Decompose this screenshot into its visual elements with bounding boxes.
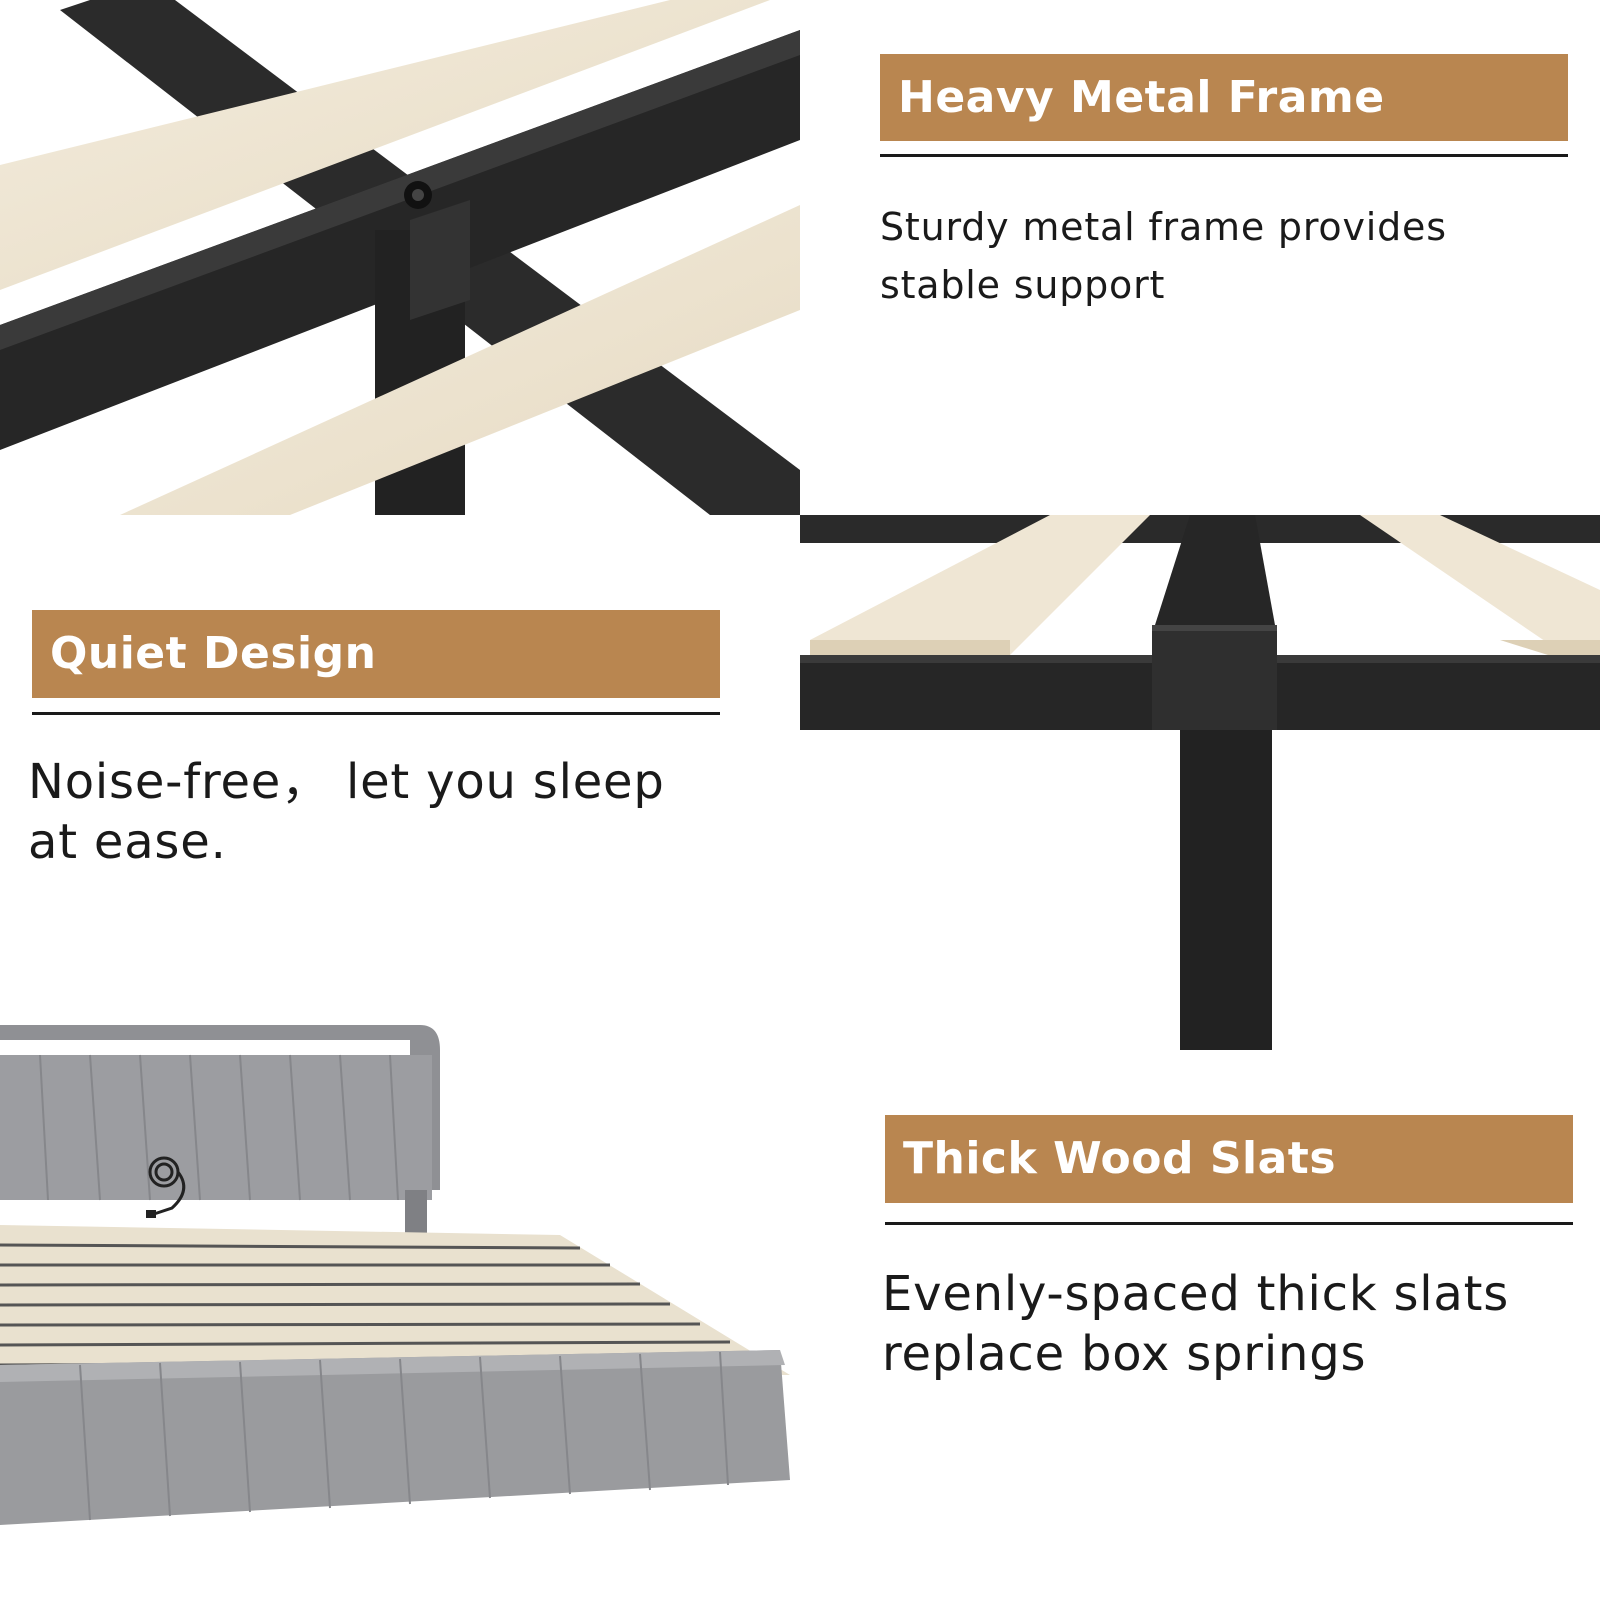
feature-description-heavy-metal-frame: Sturdy metal frame provides stable suppo… xyxy=(880,198,1447,314)
feature-divider xyxy=(32,712,720,715)
description-line: at ease. xyxy=(28,814,227,870)
feature-description-thick-wood-slats: Evenly-spaced thick slats replace box sp… xyxy=(882,1264,1509,1384)
description-line: Evenly-spaced thick slats xyxy=(882,1266,1510,1322)
feature-title-quiet-design: Quiet Design xyxy=(32,610,720,698)
description-line: Noise-free， let you sleep xyxy=(28,754,665,810)
feature-divider xyxy=(880,154,1568,157)
feature-title-thick-wood-slats: Thick Wood Slats xyxy=(885,1115,1573,1203)
feature-divider xyxy=(885,1222,1573,1225)
frame-cross-section-photo xyxy=(800,515,1600,1075)
metal-frame-closeup-photo xyxy=(0,0,800,515)
power-cord-icon xyxy=(142,1150,202,1225)
feature-title-heavy-metal-frame: Heavy Metal Frame xyxy=(880,54,1568,141)
description-line: stable support xyxy=(880,263,1166,307)
description-line: replace box springs xyxy=(882,1326,1367,1382)
feature-description-quiet-design: Noise-free， let you sleep at ease. xyxy=(28,752,665,872)
description-line: Sturdy metal frame provides xyxy=(880,205,1447,249)
upholstered-bed-photo xyxy=(0,1020,800,1540)
